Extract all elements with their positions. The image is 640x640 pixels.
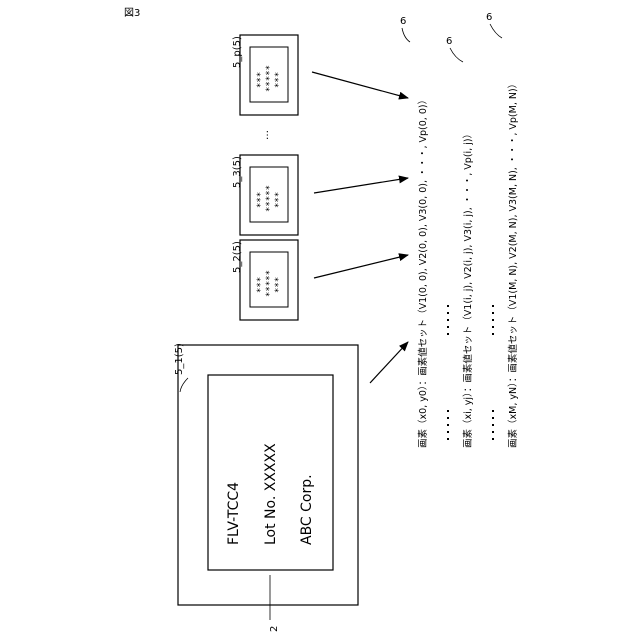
ref-6-row-m: 6 [486, 12, 492, 23]
thumbnail-label: 5_3(5) [232, 156, 243, 188]
pixel-set-row-0: 画素（x0, y0）：画素値セット（V1(0, 0), V2(0, 0), V3… [417, 95, 429, 448]
main-image: FLV-TCC4 Lot No. XXXXX ABC Corp. 5_1(5) … [174, 343, 358, 632]
thumbnail-5-2: *** ***** *** 5_2(5) [232, 240, 298, 320]
ref-6-row-0: 6 [400, 16, 406, 27]
pixel-set-row-m: 画素（xM, yN）：画素値セット（V1(M, N), V2(M, N), V3… [507, 79, 519, 448]
thumbnail-stars-3: *** [274, 192, 284, 208]
arrow-thumb2-to-pixels [314, 255, 408, 278]
main-image-label: 5_1(5) [174, 343, 185, 375]
ref-6-group: 6 6 6 [400, 12, 502, 62]
thumbnail-5-3: *** ***** *** 5_3(5) [232, 155, 298, 235]
ref-6-leader [490, 24, 502, 38]
thumbnail-stars-3: *** [274, 277, 284, 293]
thumbnail-5-p: *** ***** *** 5_p(5) [232, 35, 298, 115]
main-image-ref: 2 [269, 626, 280, 632]
arrow-thumb3-to-pixels [314, 178, 408, 193]
main-image-line-3: ABC Corp. [299, 474, 315, 545]
main-image-label-leader [180, 378, 188, 392]
figure-label: 図3 [124, 7, 140, 19]
arrow-thumbp-to-pixels [312, 72, 408, 98]
thumbnail-stars-3: *** [274, 72, 284, 88]
pixel-set-row-i: 画素（xi, yj）：画素値セット（V1(i, j), V2(i, j), V3… [462, 129, 474, 448]
thumbnail-label: 5_2(5) [232, 241, 243, 273]
ref-6-leader [402, 28, 410, 42]
arrow-main-to-pixels [370, 342, 408, 383]
ref-6-leader [450, 48, 463, 62]
thumbnail-ellipsis: … [260, 130, 271, 140]
main-image-line-2: Lot No. XXXXX [263, 443, 279, 545]
ref-6-row-i: 6 [446, 36, 452, 47]
main-image-line-1: FLV-TCC4 [226, 482, 242, 545]
thumbnail-label: 5_p(5) [232, 36, 243, 68]
